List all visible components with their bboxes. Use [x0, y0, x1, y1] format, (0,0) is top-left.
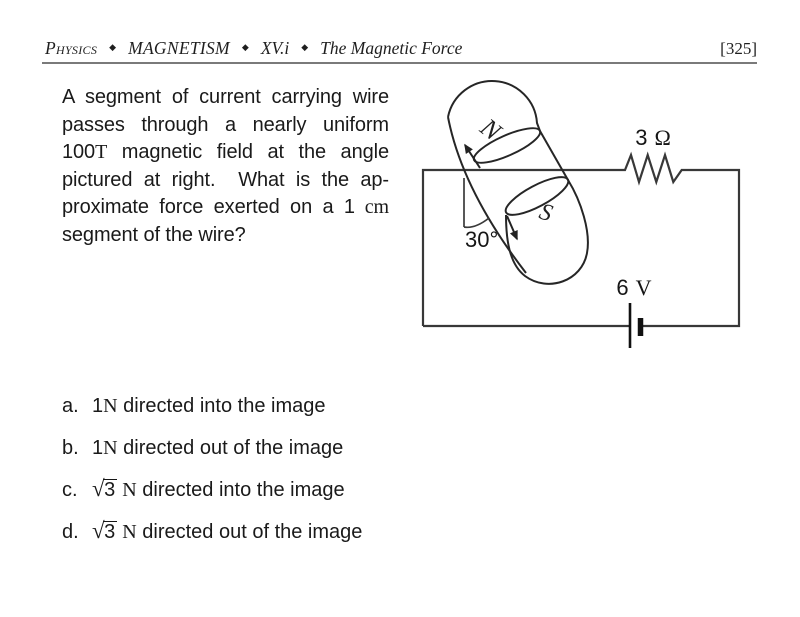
answer-option-c: c. √3 N directed into the image: [62, 477, 362, 505]
radicand: 3: [103, 479, 118, 501]
question-line: passes through a nearly uniform: [62, 113, 389, 136]
south-pole-label: S: [536, 199, 555, 227]
field-unit: T: [95, 141, 108, 164]
wire-arrow-down: [506, 215, 518, 241]
answer-letter: c.: [62, 479, 78, 501]
answer-option-a: a. 1N directed into the image: [62, 393, 362, 421]
north-pole-label: N: [474, 112, 508, 147]
answer-description: directed out of the image: [136, 521, 363, 543]
answer-text: √3 N directed into the image: [92, 477, 345, 505]
question-line: pictured at right. What is the ap-: [62, 168, 389, 191]
question-text: A segment of current carrying wire passe…: [62, 84, 389, 250]
question-line: segment of the wire?: [62, 223, 246, 246]
diamond-separator-icon: ◆: [241, 42, 249, 52]
answer-text: 1N directed into the image: [92, 393, 325, 421]
question-line-text: proximate force exerted on a 1: [62, 196, 355, 219]
header-subject: Physics: [45, 38, 98, 58]
wire-arrow-up: [464, 143, 481, 169]
page-header: Physics ◆ MAGNETISM ◆ XV.i ◆ The Magneti…: [45, 38, 757, 59]
angle-marker: [463, 178, 490, 229]
radical-sign: √: [92, 476, 105, 501]
answer-option-d: d. √3 N directed out of the image: [62, 519, 362, 547]
question-line: proximate force exerted on a 1 cm: [62, 194, 389, 222]
answer-value: 1: [92, 395, 104, 417]
battery: [628, 303, 644, 348]
question-line: 100T magnetic field at the angle: [62, 139, 389, 167]
diamond-separator-icon: ◆: [301, 42, 309, 52]
circuit-wire: [421, 151, 741, 328]
header-unit: MAGNETISM: [128, 38, 230, 58]
answer-letter: b.: [62, 437, 79, 459]
answer-text: 1N directed out of the image: [92, 435, 343, 463]
magnet-south-pole: [504, 130, 589, 285]
field-value: 100: [62, 141, 96, 164]
wire-through-gap: [447, 116, 527, 274]
radicand: 3: [103, 521, 118, 543]
answer-option-b: b. 1N directed out of the image: [62, 435, 362, 463]
header-topic: The Magnetic Force: [320, 38, 463, 58]
answer-unit: N: [117, 521, 137, 543]
answer-value: 1: [92, 437, 104, 459]
answer-unit: N: [103, 437, 118, 459]
question-line: A segment of current carrying wire: [62, 86, 389, 108]
angle-label: 30°: [465, 227, 498, 252]
answer-choices: a. 1N directed into the image b. 1N dire…: [62, 393, 362, 561]
page-number: [325]: [720, 39, 757, 58]
battery-value: 6: [616, 275, 628, 300]
answer-description: directed into the image: [136, 479, 345, 501]
diamond-separator-icon: ◆: [109, 42, 117, 52]
answer-unit: N: [103, 395, 118, 417]
answer-unit: N: [117, 479, 137, 501]
question-line-rest: magnetic field at the angle: [107, 141, 389, 164]
answer-description: directed into the image: [117, 395, 326, 417]
answer-letter: a.: [62, 395, 79, 417]
resistor-value: 3: [635, 125, 647, 150]
answer-letter: d.: [62, 521, 79, 543]
header-section: XV.i: [260, 38, 290, 58]
length-unit: cm: [354, 196, 389, 219]
answer-text: √3 N directed out of the image: [92, 519, 362, 547]
battery-unit: V: [636, 275, 652, 300]
header-rule: [42, 62, 757, 64]
radical-sign: √: [92, 518, 105, 543]
resistor-unit: Ω: [654, 125, 670, 150]
answer-description: directed out of the image: [117, 437, 344, 459]
